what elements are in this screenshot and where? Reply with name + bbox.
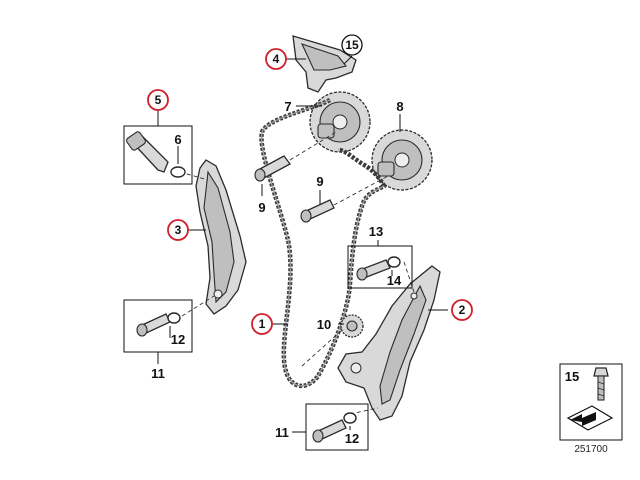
part-7-camshaft-sprocket-intake [309, 91, 371, 153]
part-9-bolt-lower [300, 199, 335, 223]
box-part-11-12-left [123, 299, 193, 364]
callout-label-1: 1 [259, 317, 266, 331]
label-11-bottom: 11 [275, 425, 289, 440]
label-13: 13 [369, 224, 383, 239]
callout-label-3: 3 [175, 223, 182, 237]
callout-label-2: 2 [459, 303, 466, 317]
label-12-left: 12 [171, 332, 185, 347]
callout-2[interactable]: 2 [451, 299, 473, 321]
label-11-left: 11 [151, 366, 165, 381]
label-8: 8 [396, 99, 403, 114]
callout-4[interactable]: 4 [265, 48, 287, 70]
box-part-5-6 [123, 110, 193, 185]
label-9-upper: 9 [258, 200, 265, 215]
part-10-crankshaft-sprocket [340, 314, 364, 338]
legend-box-part-15: 15 251700 [559, 363, 623, 455]
callout-label-15-top: 15 [345, 38, 359, 52]
callout-5[interactable]: 5 [147, 89, 169, 111]
reference-number: 251700 [574, 444, 608, 455]
part-3-tensioner-rail [195, 159, 247, 315]
assembly-guide-lines [179, 131, 415, 415]
bolt-icon [593, 367, 609, 401]
one-time-use-arrow-icon [566, 405, 614, 431]
callout-1[interactable]: 1 [251, 313, 273, 335]
label-10: 10 [317, 317, 331, 332]
box-part-11-12-bottom [305, 403, 369, 451]
label-12-bottom: 12 [345, 431, 359, 446]
label-9-lower: 9 [316, 174, 323, 189]
part-9-bolt-upper [254, 155, 291, 182]
leader-lines [169, 55, 448, 433]
label-7: 7 [284, 99, 291, 114]
part-2-guide-rail [337, 265, 441, 421]
callout-15-top[interactable]: 15 [341, 34, 363, 56]
label-6: 6 [174, 132, 181, 147]
part-8-camshaft-sprocket-exhaust [371, 129, 433, 191]
label-15-legend: 15 [565, 369, 579, 384]
label-14: 14 [387, 273, 402, 288]
callout-label-4: 4 [273, 52, 280, 66]
part-number-labels: 7 8 6 9 9 13 14 10 12 11 11 12 [151, 99, 403, 446]
box-part-13-14 [347, 240, 413, 289]
callout-label-5: 5 [155, 93, 162, 107]
callout-3[interactable]: 3 [167, 219, 189, 241]
